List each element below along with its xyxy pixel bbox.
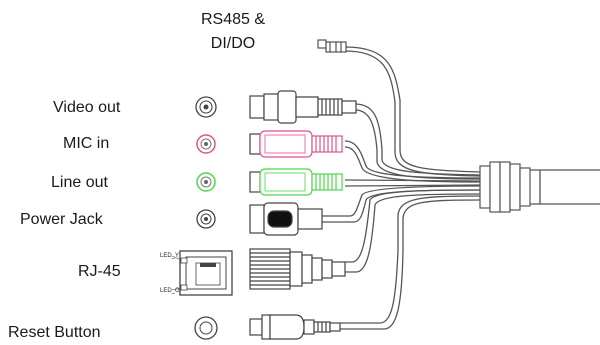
mic-in-label: MIC in bbox=[63, 135, 110, 152]
mic-socket-icon bbox=[196, 134, 216, 154]
reset-button-label: Reset Button bbox=[8, 324, 101, 341]
main-cable bbox=[520, 169, 600, 205]
led-g-label: LED_G bbox=[160, 288, 180, 294]
bnc-socket-icon bbox=[195, 96, 217, 118]
bnc-plug-icon bbox=[249, 90, 357, 124]
strain-relief bbox=[479, 161, 531, 213]
power-jack-icon bbox=[196, 209, 216, 229]
mic-plug-icon bbox=[249, 130, 343, 158]
reset-button-icon bbox=[194, 316, 218, 340]
rj45-label: RJ-45 bbox=[78, 263, 121, 280]
reset-plug-icon bbox=[249, 314, 341, 340]
line-out-socket-icon bbox=[196, 172, 216, 192]
rs485-label: RS485 & DI/DO bbox=[178, 8, 288, 56]
rs485-label-line1: RS485 & bbox=[200, 11, 266, 28]
line-out-label: Line out bbox=[51, 174, 108, 191]
line-out-plug-icon bbox=[249, 168, 343, 196]
power-jack-label: Power Jack bbox=[20, 211, 103, 228]
rj45-plug-icon bbox=[249, 248, 346, 290]
rs485-plug-icon bbox=[317, 39, 347, 53]
cable-bundle bbox=[322, 46, 481, 330]
video-out-label: Video out bbox=[53, 99, 121, 116]
rj45-port-icon bbox=[171, 250, 233, 296]
power-plug-icon bbox=[249, 202, 323, 236]
led-y-label: LED_Y bbox=[160, 253, 180, 259]
rs485-label-line2: DI/DO bbox=[210, 35, 256, 52]
